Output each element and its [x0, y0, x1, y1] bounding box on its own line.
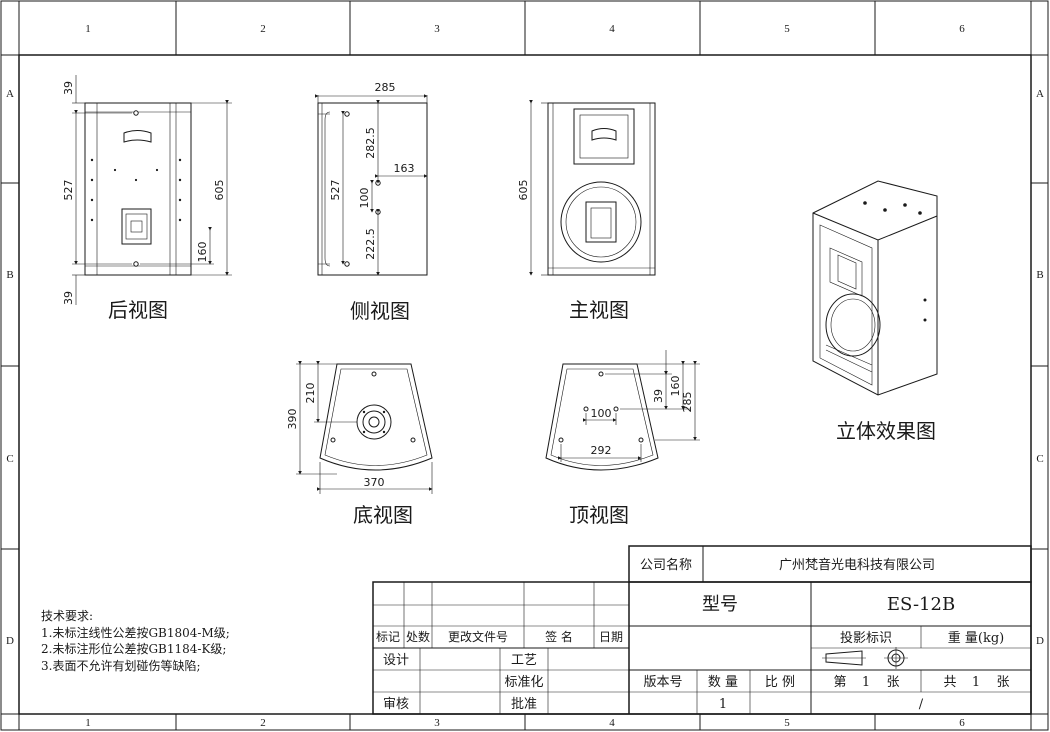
sheet-number: 1 [862, 675, 870, 690]
version-label: 版本号 [643, 675, 682, 690]
rev-header-count: 处数 [406, 629, 430, 644]
front-view: 605 主视图 [517, 100, 656, 322]
bottom-dim-depth: 390 [286, 409, 299, 430]
quantity-label: 数 量 [708, 675, 738, 690]
top-dim-hole-spacing: 100 [591, 407, 612, 420]
tech-notes: 技术要求: 1.未标注线性公差按GB1804-M级; 2.未标注形位公差按GB1… [41, 609, 230, 673]
design-label: 设计 [383, 653, 409, 668]
rear-dim-bottom-hole: 160 [196, 242, 209, 263]
approve-label: 批准 [511, 697, 537, 712]
iso-view-title: 立体效果图 [836, 419, 936, 443]
rear-dim-height: 605 [213, 180, 226, 201]
zone-col-1-bottom: 1 [85, 717, 91, 729]
rev-header-file: 更改文件号 [448, 629, 508, 644]
zone-col-2-bottom: 2 [260, 717, 266, 729]
zone-row-c-left: C [6, 453, 13, 465]
standard-label: 标准化 [504, 675, 543, 690]
tech-note-1: 1.未标注线性公差按GB1804-M级; [41, 625, 230, 640]
total-number: 1 [972, 675, 980, 690]
rev-header-date: 日期 [599, 630, 623, 644]
process-label: 工艺 [511, 653, 537, 668]
zone-col-1-top: 1 [85, 23, 91, 35]
zone-col-3-top: 3 [434, 23, 440, 35]
rev-header-mark: 标记 [376, 630, 400, 644]
side-view: 285 282.5 163 527 100 222.5 侧视图 [315, 81, 428, 323]
bottom-view-title: 底视图 [353, 503, 413, 527]
top-dim-160: 160 [669, 376, 682, 397]
rear-view: 39 527 605 160 39 后视图 [62, 75, 232, 322]
top-dim-285: 285 [681, 392, 694, 413]
sheet-prefix: 第 [833, 675, 846, 690]
zone-col-5-bottom: 5 [784, 717, 790, 729]
side-dim-hole-offset: 163 [394, 162, 415, 175]
zone-col-4-top: 4 [609, 23, 615, 35]
zone-row-c-right: C [1036, 453, 1043, 465]
bottom-view: 390 210 370 底视图 [286, 361, 433, 527]
side-dim-lower: 222.5 [364, 228, 377, 260]
zone-col-5-top: 5 [784, 23, 790, 35]
side-dim-spacing: 527 [329, 180, 342, 201]
weight-label: 重 量(kg) [948, 630, 1004, 646]
rear-view-title: 后视图 [108, 298, 168, 322]
bottom-dim-width: 370 [364, 476, 385, 489]
iso-view: 立体效果图 [812, 180, 938, 443]
bottom-dim-front-offset: 210 [304, 383, 317, 404]
total-suffix: 张 [996, 675, 1009, 690]
zone-col-4-bottom: 4 [609, 717, 615, 729]
top-view-title: 顶视图 [569, 503, 629, 527]
company-name: 广州梵音光电科技有限公司 [779, 557, 935, 573]
rear-dim-top-offset: 39 [62, 81, 75, 95]
zone-row-a-left: A [6, 88, 14, 100]
projection-label: 投影标识 [840, 630, 892, 646]
scale-label: 比 例 [765, 675, 795, 690]
side-dim-upper: 282.5 [364, 127, 377, 159]
model-label: 型号 [702, 594, 738, 615]
tech-notes-heading: 技术要求: [41, 609, 93, 623]
tech-note-2: 2.未标注形位公差按GB1184-K级; [41, 641, 226, 656]
zone-row-d-left: D [6, 635, 14, 647]
rear-dim-spacing: 527 [62, 180, 75, 201]
zone-col-2-top: 2 [260, 23, 266, 35]
zone-row-d-right: D [1036, 635, 1044, 647]
sheet-suffix: 张 [886, 675, 899, 690]
zone-row-b-left: B [6, 269, 13, 281]
tech-note-3: 3.表面不允许有划碰伤等缺陷; [41, 658, 201, 673]
zone-col-6-top: 6 [959, 23, 965, 35]
zone-col-6-bottom: 6 [959, 717, 965, 729]
review-label: 审核 [383, 697, 409, 712]
front-view-title: 主视图 [569, 298, 629, 322]
side-dim-mid: 100 [358, 188, 371, 209]
rear-dim-bottom-offset: 39 [62, 291, 75, 305]
zone-col-3-bottom: 3 [434, 717, 440, 729]
top-view: 100 292 39 160 285 顶视图 [545, 350, 700, 527]
side-dim-depth: 285 [375, 81, 396, 94]
front-dim-height: 605 [517, 180, 530, 201]
zone-row-a-right: A [1036, 88, 1044, 100]
rev-header-sign: 签 名 [545, 629, 573, 644]
side-view-title: 侧视图 [350, 299, 410, 323]
top-dim-front-spacing: 292 [591, 444, 612, 457]
scale-value: / [919, 697, 924, 712]
top-dim-39: 39 [652, 389, 665, 403]
projection-symbol-icon [822, 647, 908, 669]
title-block: 公司名称 广州梵音光电科技有限公司 型号 ES-12B 标记 处数 更改文件号 … [372, 545, 1032, 715]
quantity-value: 1 [719, 697, 727, 712]
company-label: 公司名称 [640, 557, 692, 573]
zone-labels: 1 2 3 4 5 6 1 2 3 4 5 6 A B C D A B C D [6, 23, 1044, 729]
total-prefix: 共 [943, 675, 956, 690]
zone-row-b-right: B [1036, 269, 1043, 281]
model-value: ES-12B [887, 594, 955, 615]
